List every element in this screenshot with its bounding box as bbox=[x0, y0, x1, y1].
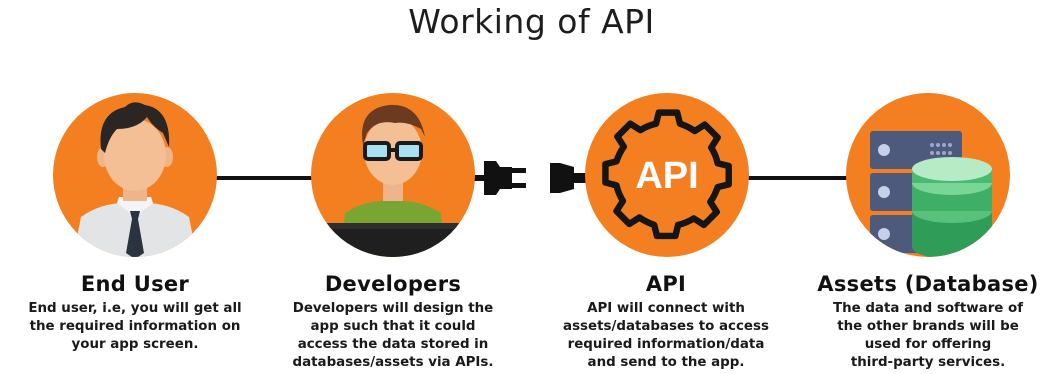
end-user-desc-line: your app screen. bbox=[71, 337, 199, 352]
assets-desc-line: The data and software of bbox=[832, 301, 1024, 316]
assets-illustration bbox=[846, 93, 1010, 257]
end-user-illustration bbox=[53, 93, 217, 257]
assets-description: The data and software of the other brand… bbox=[803, 300, 1053, 372]
api-illustration: API bbox=[585, 93, 749, 257]
node-assets: Assets (Database) The data and software … bbox=[803, 270, 1053, 372]
assets-desc-line: the other brands will be bbox=[837, 319, 1019, 334]
gear-icon: API bbox=[602, 109, 732, 240]
end-user-heading: End User bbox=[80, 272, 190, 296]
api-icon-text: API bbox=[635, 155, 698, 197]
api-description: API will connect with assets/databases t… bbox=[541, 300, 791, 372]
api-desc-line: and send to the app. bbox=[587, 355, 745, 370]
developers-heading: Developers bbox=[324, 272, 462, 296]
api-desc-line: required information/data bbox=[567, 337, 765, 352]
node-developers: Developers Developers will design the ap… bbox=[268, 270, 518, 372]
end-user-description: End user, i.e, you will get all the requ… bbox=[10, 300, 260, 354]
assets-desc-line: used for offering bbox=[864, 337, 992, 352]
developers-description: Developers will design the app such that… bbox=[268, 300, 518, 372]
user-icon bbox=[73, 102, 197, 257]
database-icon bbox=[870, 131, 992, 257]
developers-desc-line: app such that it could bbox=[310, 319, 476, 334]
assets-desc-line: third-party services. bbox=[850, 355, 1006, 370]
connector-api-assets bbox=[748, 176, 856, 180]
end-user-desc-line: End user, i.e, you will get all bbox=[28, 301, 242, 316]
developers-desc-line: access the data stored in bbox=[297, 337, 489, 352]
page-title: Working of API bbox=[408, 2, 655, 41]
developer-icon bbox=[325, 104, 461, 257]
node-api: API API will connect with assets/databas… bbox=[541, 270, 791, 372]
end-user-desc-line: the required information on bbox=[29, 319, 241, 334]
node-end-user: End User End user, i.e, you will get all… bbox=[10, 270, 260, 354]
connector-user-developers bbox=[212, 176, 320, 180]
plug-male-icon bbox=[470, 161, 526, 195]
api-desc-line: API will connect with bbox=[587, 301, 745, 316]
api-heading: API bbox=[645, 272, 687, 296]
developers-desc-line: databases/assets via APIs. bbox=[292, 355, 494, 370]
developers-desc-line: Developers will design the bbox=[292, 301, 494, 316]
assets-heading: Assets (Database) bbox=[817, 272, 1039, 296]
api-desc-line: assets/databases to access bbox=[563, 319, 769, 334]
developers-illustration bbox=[311, 93, 475, 257]
